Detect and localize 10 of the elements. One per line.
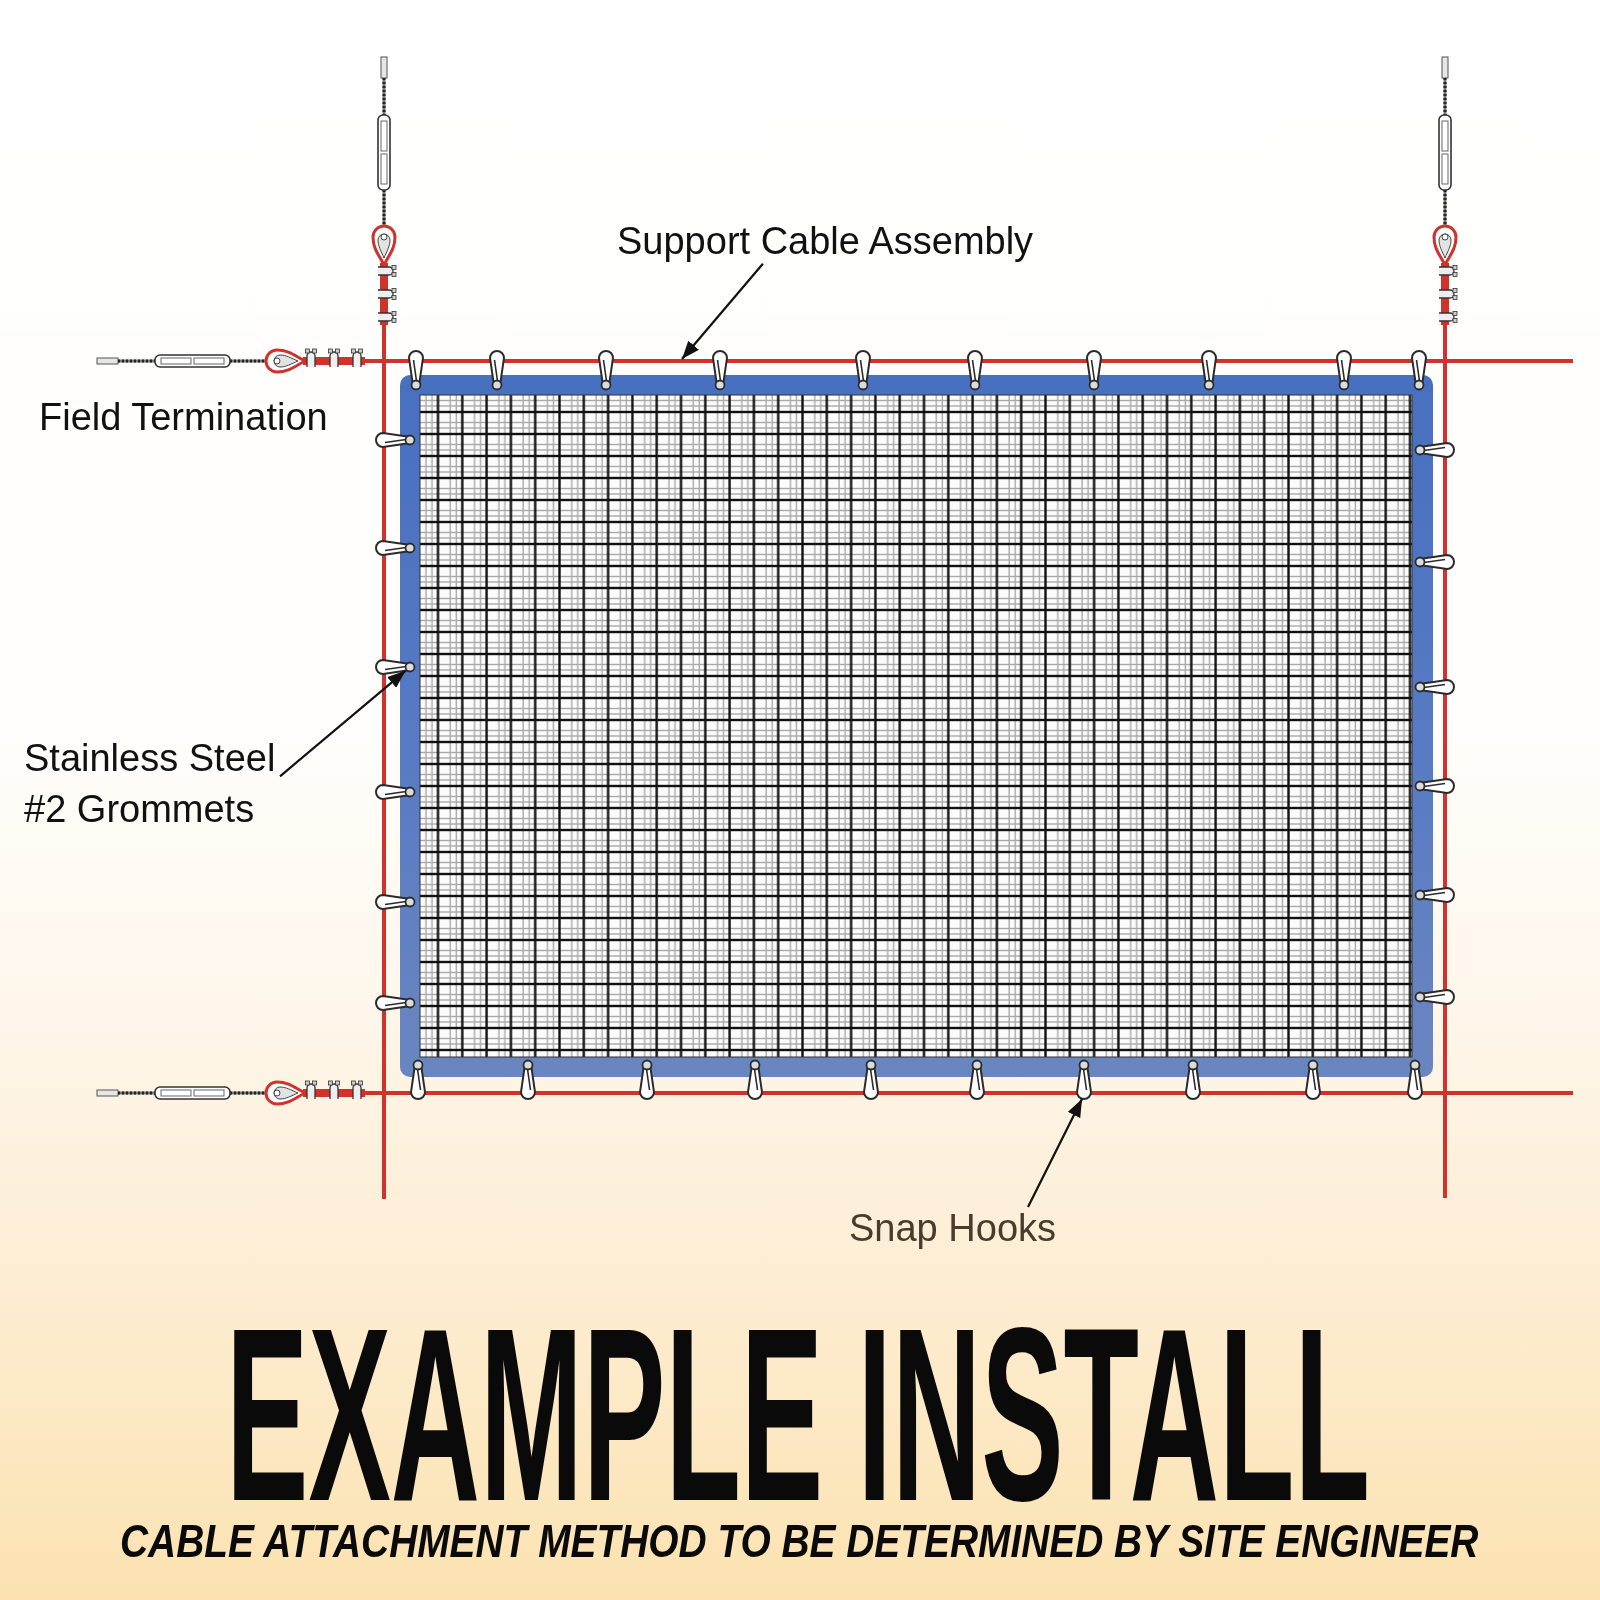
grommet	[404, 661, 416, 673]
leader-arrow	[681, 263, 764, 360]
snap-hook	[1076, 1059, 1092, 1100]
caption: CABLE ATTACHMENT METHOD TO BE DETERMINED BY SITE ENGINEER	[120, 1523, 1479, 1559]
callout-label: Stainless Steel #2 Grommets	[24, 733, 280, 835]
leader-arrow	[279, 669, 407, 778]
part-label: Field Termination	[39, 396, 328, 440]
title: EXAMPLE INSTALL	[226, 1322, 1370, 1508]
callout-label: Support Cable Assembly	[617, 220, 1034, 264]
callout-label: Snap Hooks	[849, 1207, 1056, 1251]
